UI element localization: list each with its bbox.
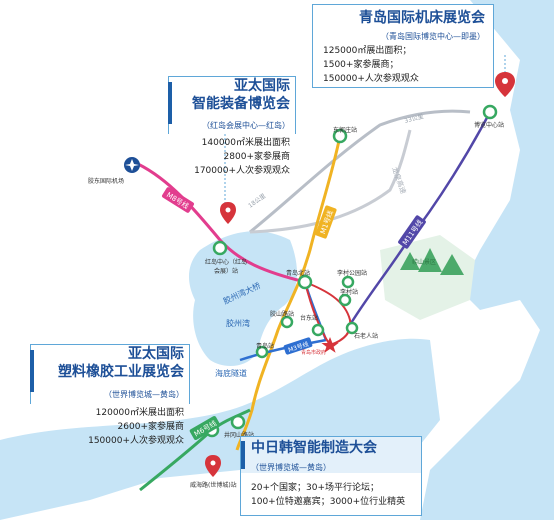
station-hongdao: 红岛中心（红岛会展）站: [205, 259, 248, 275]
station-airport: 胶东国际机场: [88, 178, 125, 185]
line-m8: [137, 162, 306, 284]
city-hall-star-icon: [321, 337, 339, 353]
station-hongdao-icon: [212, 240, 228, 256]
pin-machine-icon: [495, 72, 515, 97]
line-m1: [235, 135, 342, 451]
label-tunnel: 海底隧道: [215, 369, 247, 378]
callout-smart-equipment: 亚太国际 智能装备博览会 （红岛会展中心—红岛） 140000㎡米展出面积 28…: [168, 76, 296, 186]
station-qingdao: 青岛站: [256, 343, 275, 350]
callout-plastics-stats: 120000㎡米展出面积 2600+家参展商 150000+人次参观观众: [88, 406, 184, 448]
station-dongguozhuang: 东郭庄站: [333, 127, 358, 134]
callout-smart-title-1: 亚太国际: [234, 78, 290, 94]
location-pins: [205, 72, 515, 477]
station-qingdao-north: 青岛北站: [286, 270, 311, 277]
station-licun-park-icon: [341, 275, 355, 289]
station-dongguozhuang-icon: [332, 128, 348, 144]
callout-plastics-title-2: 塑料橡胶工业展览会: [58, 364, 184, 380]
callout-plastics-line: 150000+人次参观观众: [88, 436, 184, 446]
label-laoshan: 崂山景区: [412, 259, 437, 266]
callout-cjk-subtitle: （世界博览城—黄岛）: [251, 463, 331, 472]
callout-smart-title-2: 智能装备博览会: [192, 96, 290, 112]
callout-machine-tool-line: 150000+人次参观观众: [323, 74, 419, 84]
callout-cjk-manufacturing: 中日韩智能制造大会 （世界博览城—黄岛） 20+个国家；30+场平行论坛； 10…: [240, 436, 422, 516]
callout-machine-tool-title: 青岛国际机床展览会: [359, 10, 485, 26]
pin-smart-icon: [220, 202, 236, 224]
callout-plastics-title-1: 亚太国际: [128, 346, 184, 362]
callout-smart-line: 170000+人次参观观众: [194, 166, 290, 176]
airport-plane-icon: [125, 159, 139, 171]
sea-east: [420, 0, 554, 520]
station-jiaoshan-icon: [280, 315, 294, 329]
station-taidong: 台东站: [300, 315, 319, 322]
expressway-north: [249, 109, 471, 234]
callout-cjk-title: 中日韩智能制造大会: [251, 440, 377, 456]
pin-expo-icon: [205, 455, 221, 477]
station-qingdao-icon: [255, 345, 269, 359]
callout-smart-line: 2800+家参展商: [223, 152, 290, 162]
station-shilaoren-icon: [345, 321, 359, 335]
station-licun-icon: [338, 293, 352, 307]
callout-cjk-line: 100+位特邀嘉宾；3000+位行业精英: [251, 497, 406, 507]
callout-smart-line: 140000㎡米展出面积: [201, 138, 290, 148]
callout-machine-tool-line: 1500+家参展商；: [323, 60, 399, 70]
station-bohai-icon: [482, 104, 498, 120]
callout-plastics-line: 2600+家参展商: [117, 422, 184, 432]
callout-machine-tool-subtitle: （青岛国际博览中心—即墨）: [381, 32, 485, 41]
callout-cjk-stats: 20+个国家；30+场平行论坛； 100+位特邀嘉宾；3000+位行业精英: [251, 481, 405, 509]
station-qingdao-north-icon: [297, 274, 313, 290]
station-jiaoshan: 胶山路站: [270, 311, 295, 318]
callout-machine-tool-stats: 125000㎡展出面积； 1500+家参展商； 150000+人次参观观众: [323, 44, 419, 86]
sea-bay: [188, 231, 297, 366]
callout-plastics-line: 120000㎡米展出面积: [95, 408, 184, 418]
callout-plastics-subtitle: （世界博览城—黄岛）: [104, 390, 184, 399]
callout-cjk-line: 20+个国家；30+场平行论坛；: [251, 483, 379, 493]
callout-smart-subtitle: （红岛会展中心—红岛）: [202, 121, 290, 130]
station-jingang: 井冈山路站: [224, 432, 255, 439]
station-licun: 李村站: [340, 289, 359, 296]
callout-smart-stats: 140000㎡米展出面积 2800+家参展商 170000+人次参观观众: [194, 136, 290, 178]
station-licun-park: 李村公园站: [337, 270, 368, 277]
label-bay: 胶州湾: [226, 319, 250, 328]
station-markers: [204, 104, 498, 438]
expressway-longquan: [249, 129, 412, 234]
line-red: [304, 281, 352, 347]
station-bohai-center: 博览中心站: [474, 122, 505, 129]
callout-machine-tool-line: 125000㎡展出面积；: [323, 46, 412, 56]
station-jingang-icon: [230, 414, 246, 430]
label-city-hall: 青岛市政府: [301, 350, 327, 356]
station-shiyuan: 石老人站: [354, 333, 379, 340]
station-weihai: 威海路(世博城)站: [190, 482, 237, 489]
laoshan-mountains: [400, 248, 464, 275]
station-taidong-icon: [311, 323, 325, 337]
callout-machine-tool: 青岛国际机床展览会 （青岛国际博览中心—即墨） 125000㎡展出面积； 150…: [312, 4, 494, 88]
label-expressway-33: 33公里: [404, 113, 425, 125]
callout-plastics: 亚太国际 塑料橡胶工业展览会 （世界博览城—黄岛） 120000㎡米展出面积 2…: [30, 344, 190, 456]
